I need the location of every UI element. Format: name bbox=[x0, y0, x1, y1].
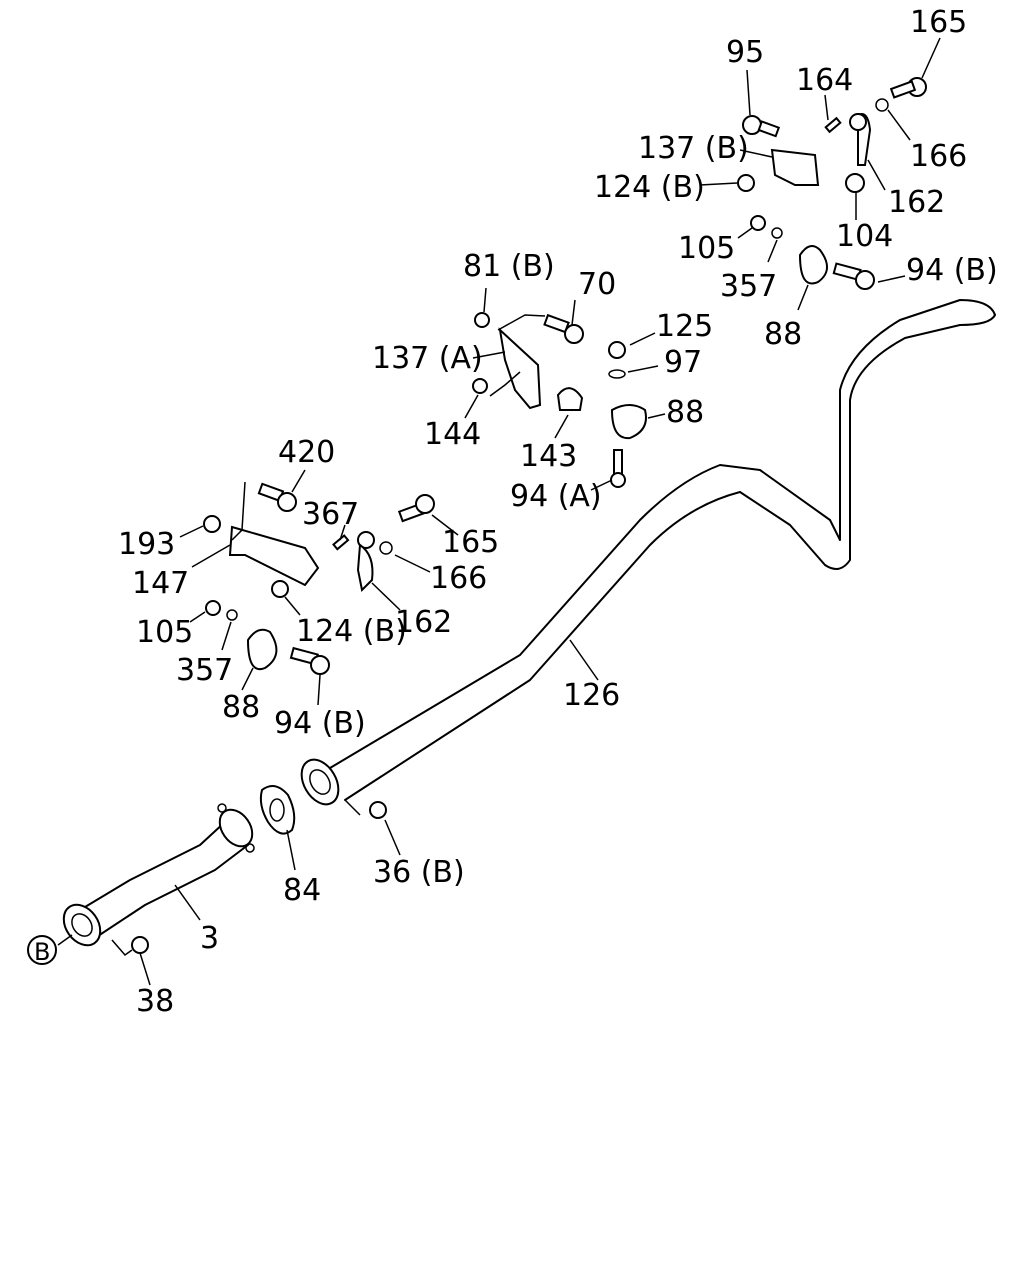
front-pipe-3 bbox=[62, 808, 254, 947]
label-162-top: 162 bbox=[888, 185, 945, 220]
label-b: B bbox=[34, 938, 50, 966]
label-81b: 81 (B) bbox=[463, 249, 555, 284]
label-144: 144 bbox=[424, 417, 481, 452]
label-95: 95 bbox=[726, 35, 764, 70]
label-166-top: 166 bbox=[910, 139, 967, 174]
label-88-mid: 88 bbox=[666, 395, 704, 430]
label-193: 193 bbox=[118, 527, 175, 562]
hardware-parts bbox=[131, 77, 927, 954]
leader-lines bbox=[57, 37, 941, 986]
label-367: 367 bbox=[302, 497, 359, 532]
callout-labels: 165 95 164 137 (B) 166 124 (B) 162 104 1… bbox=[118, 5, 998, 1019]
label-165-top: 165 bbox=[910, 5, 967, 40]
label-105-top: 105 bbox=[678, 231, 735, 266]
label-162-bot: 162 bbox=[395, 605, 452, 640]
label-124b-bot: 124 (B) bbox=[296, 614, 407, 649]
label-125: 125 bbox=[656, 309, 713, 344]
label-126: 126 bbox=[563, 678, 620, 713]
label-357-bot: 357 bbox=[176, 653, 233, 688]
label-143: 143 bbox=[520, 439, 577, 474]
label-38: 38 bbox=[136, 984, 174, 1019]
label-104: 104 bbox=[836, 219, 893, 254]
label-88-top: 88 bbox=[764, 317, 802, 352]
label-124b-top: 124 (B) bbox=[594, 170, 705, 205]
label-137b: 137 (B) bbox=[638, 131, 749, 166]
label-97: 97 bbox=[664, 345, 702, 380]
label-165-mid: 165 bbox=[442, 525, 499, 560]
label-88-bot: 88 bbox=[222, 690, 260, 725]
label-137a: 137 (A) bbox=[372, 341, 483, 376]
label-357-top: 357 bbox=[720, 269, 777, 304]
label-166-mid: 166 bbox=[430, 561, 487, 596]
label-3: 3 bbox=[200, 921, 219, 956]
label-164: 164 bbox=[796, 63, 853, 98]
label-94a: 94 (A) bbox=[510, 479, 602, 514]
label-147: 147 bbox=[132, 566, 189, 601]
gasket-84 bbox=[259, 785, 296, 835]
label-94b-bot: 94 (B) bbox=[274, 706, 366, 741]
label-105-bot: 105 bbox=[136, 615, 193, 650]
exhaust-pipe-126 bbox=[300, 299, 996, 806]
label-36b: 36 (B) bbox=[373, 855, 465, 890]
reference-marker-b: B bbox=[27, 935, 57, 966]
label-84: 84 bbox=[283, 873, 321, 908]
label-94b-top: 94 (B) bbox=[906, 253, 998, 288]
label-420: 420 bbox=[278, 435, 335, 470]
label-70: 70 bbox=[578, 267, 616, 302]
